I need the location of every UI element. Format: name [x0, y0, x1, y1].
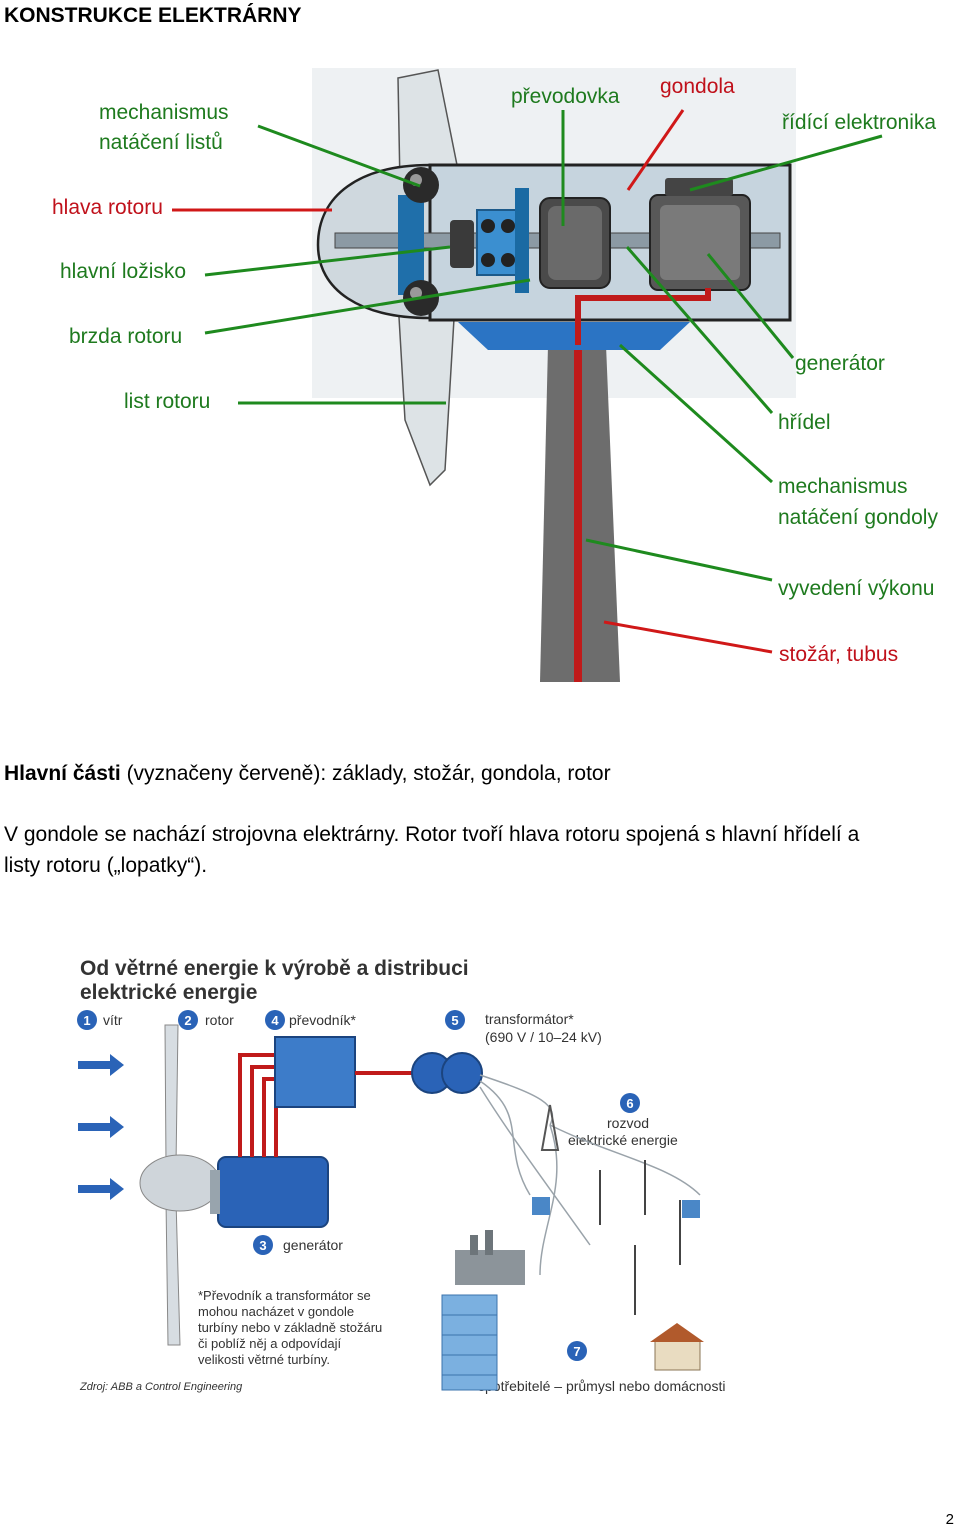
energy-distribution-diagram: Od větrné energie k výrobě a distribuci …: [70, 945, 780, 1405]
page-title: KONSTRUKCE ELEKTRÁRNY: [4, 4, 302, 27]
step-distribution-line1: rozvod: [607, 1115, 649, 1131]
main-bearing-shape: [450, 220, 474, 268]
fig2-title-line1: Od větrné energie k výrobě a distribuci: [80, 957, 469, 980]
main-parts-rest: (vyznačeny červeně): základy, stožár, go…: [120, 762, 611, 785]
badge-5: 5: [451, 1013, 458, 1028]
label-nacelle: gondola: [660, 75, 735, 98]
label-shaft: hřídel: [778, 411, 831, 434]
label-main-bearing: hlavní ložisko: [60, 260, 187, 283]
label-yaw-line2: natáčení gondoly: [778, 506, 938, 529]
power-cable: [575, 288, 711, 345]
fig2-title-line2: elektrické energie: [80, 981, 257, 1004]
step-wind: vítr: [103, 1012, 123, 1028]
label-generator: generátor: [795, 352, 885, 375]
badge-2: 2: [184, 1013, 191, 1028]
description-line-1: V gondole se nachází strojovna elektrárn…: [4, 823, 860, 846]
badge-1: 1: [83, 1013, 90, 1028]
badge-3: 3: [259, 1238, 266, 1253]
note-line-4: či poblíž něj a odpovídají: [198, 1336, 341, 1351]
label-tower: stožár, tubus: [779, 643, 899, 666]
label-rotor-blade: list rotoru: [124, 390, 211, 413]
label-rotor-hub: hlava rotoru: [52, 196, 163, 219]
step-generator: generátor: [283, 1237, 343, 1253]
step-rotor: rotor: [205, 1012, 234, 1028]
step-transformer: transformátor*: [485, 1011, 574, 1027]
note-line-5: velikosti větrné turbíny.: [198, 1352, 330, 1367]
badge-7: 7: [573, 1344, 580, 1359]
rotor-blade-lower: [397, 299, 456, 487]
note-line-3: turbíny nebo v základně stožáru: [198, 1320, 382, 1335]
source-note: Zdroj: ABB a Control Engineering: [79, 1381, 243, 1393]
page-number: 2: [945, 1511, 954, 1528]
note-line-1: *Převodník a transformátor se: [198, 1288, 371, 1303]
label-control-electronics: řídící elektronika: [782, 111, 937, 134]
label-gearbox: převodovka: [511, 85, 620, 108]
step-consumers: spotřebitelé – průmysl nebo domácnosti: [478, 1378, 725, 1394]
main-parts-paragraph: Hlavní části (vyznačeny červeně): základ…: [4, 758, 611, 789]
label-blade-pitch-line2: natáčení listů: [99, 131, 223, 154]
step-converter: převodník*: [289, 1012, 356, 1028]
label-power-output: vyvedení výkonu: [778, 577, 935, 600]
yaw-base-shape: [458, 322, 690, 350]
step-transformer-spec: (690 V / 10–24 kV): [485, 1029, 602, 1045]
turbine-cross-section-diagram: [172, 68, 883, 682]
badge-6: 6: [626, 1096, 633, 1111]
note-line-2: mohou nacházet v gondole: [198, 1304, 354, 1319]
label-yaw-line1: mechanismus: [778, 475, 908, 498]
label-blade-pitch-line1: mechanismus: [99, 101, 229, 124]
main-parts-bold: Hlavní části: [4, 762, 121, 785]
description-line-2: listy rotoru („lopatky“).: [4, 854, 208, 877]
label-rotor-brake: brzda rotoru: [69, 325, 183, 348]
badge-4: 4: [271, 1013, 279, 1028]
